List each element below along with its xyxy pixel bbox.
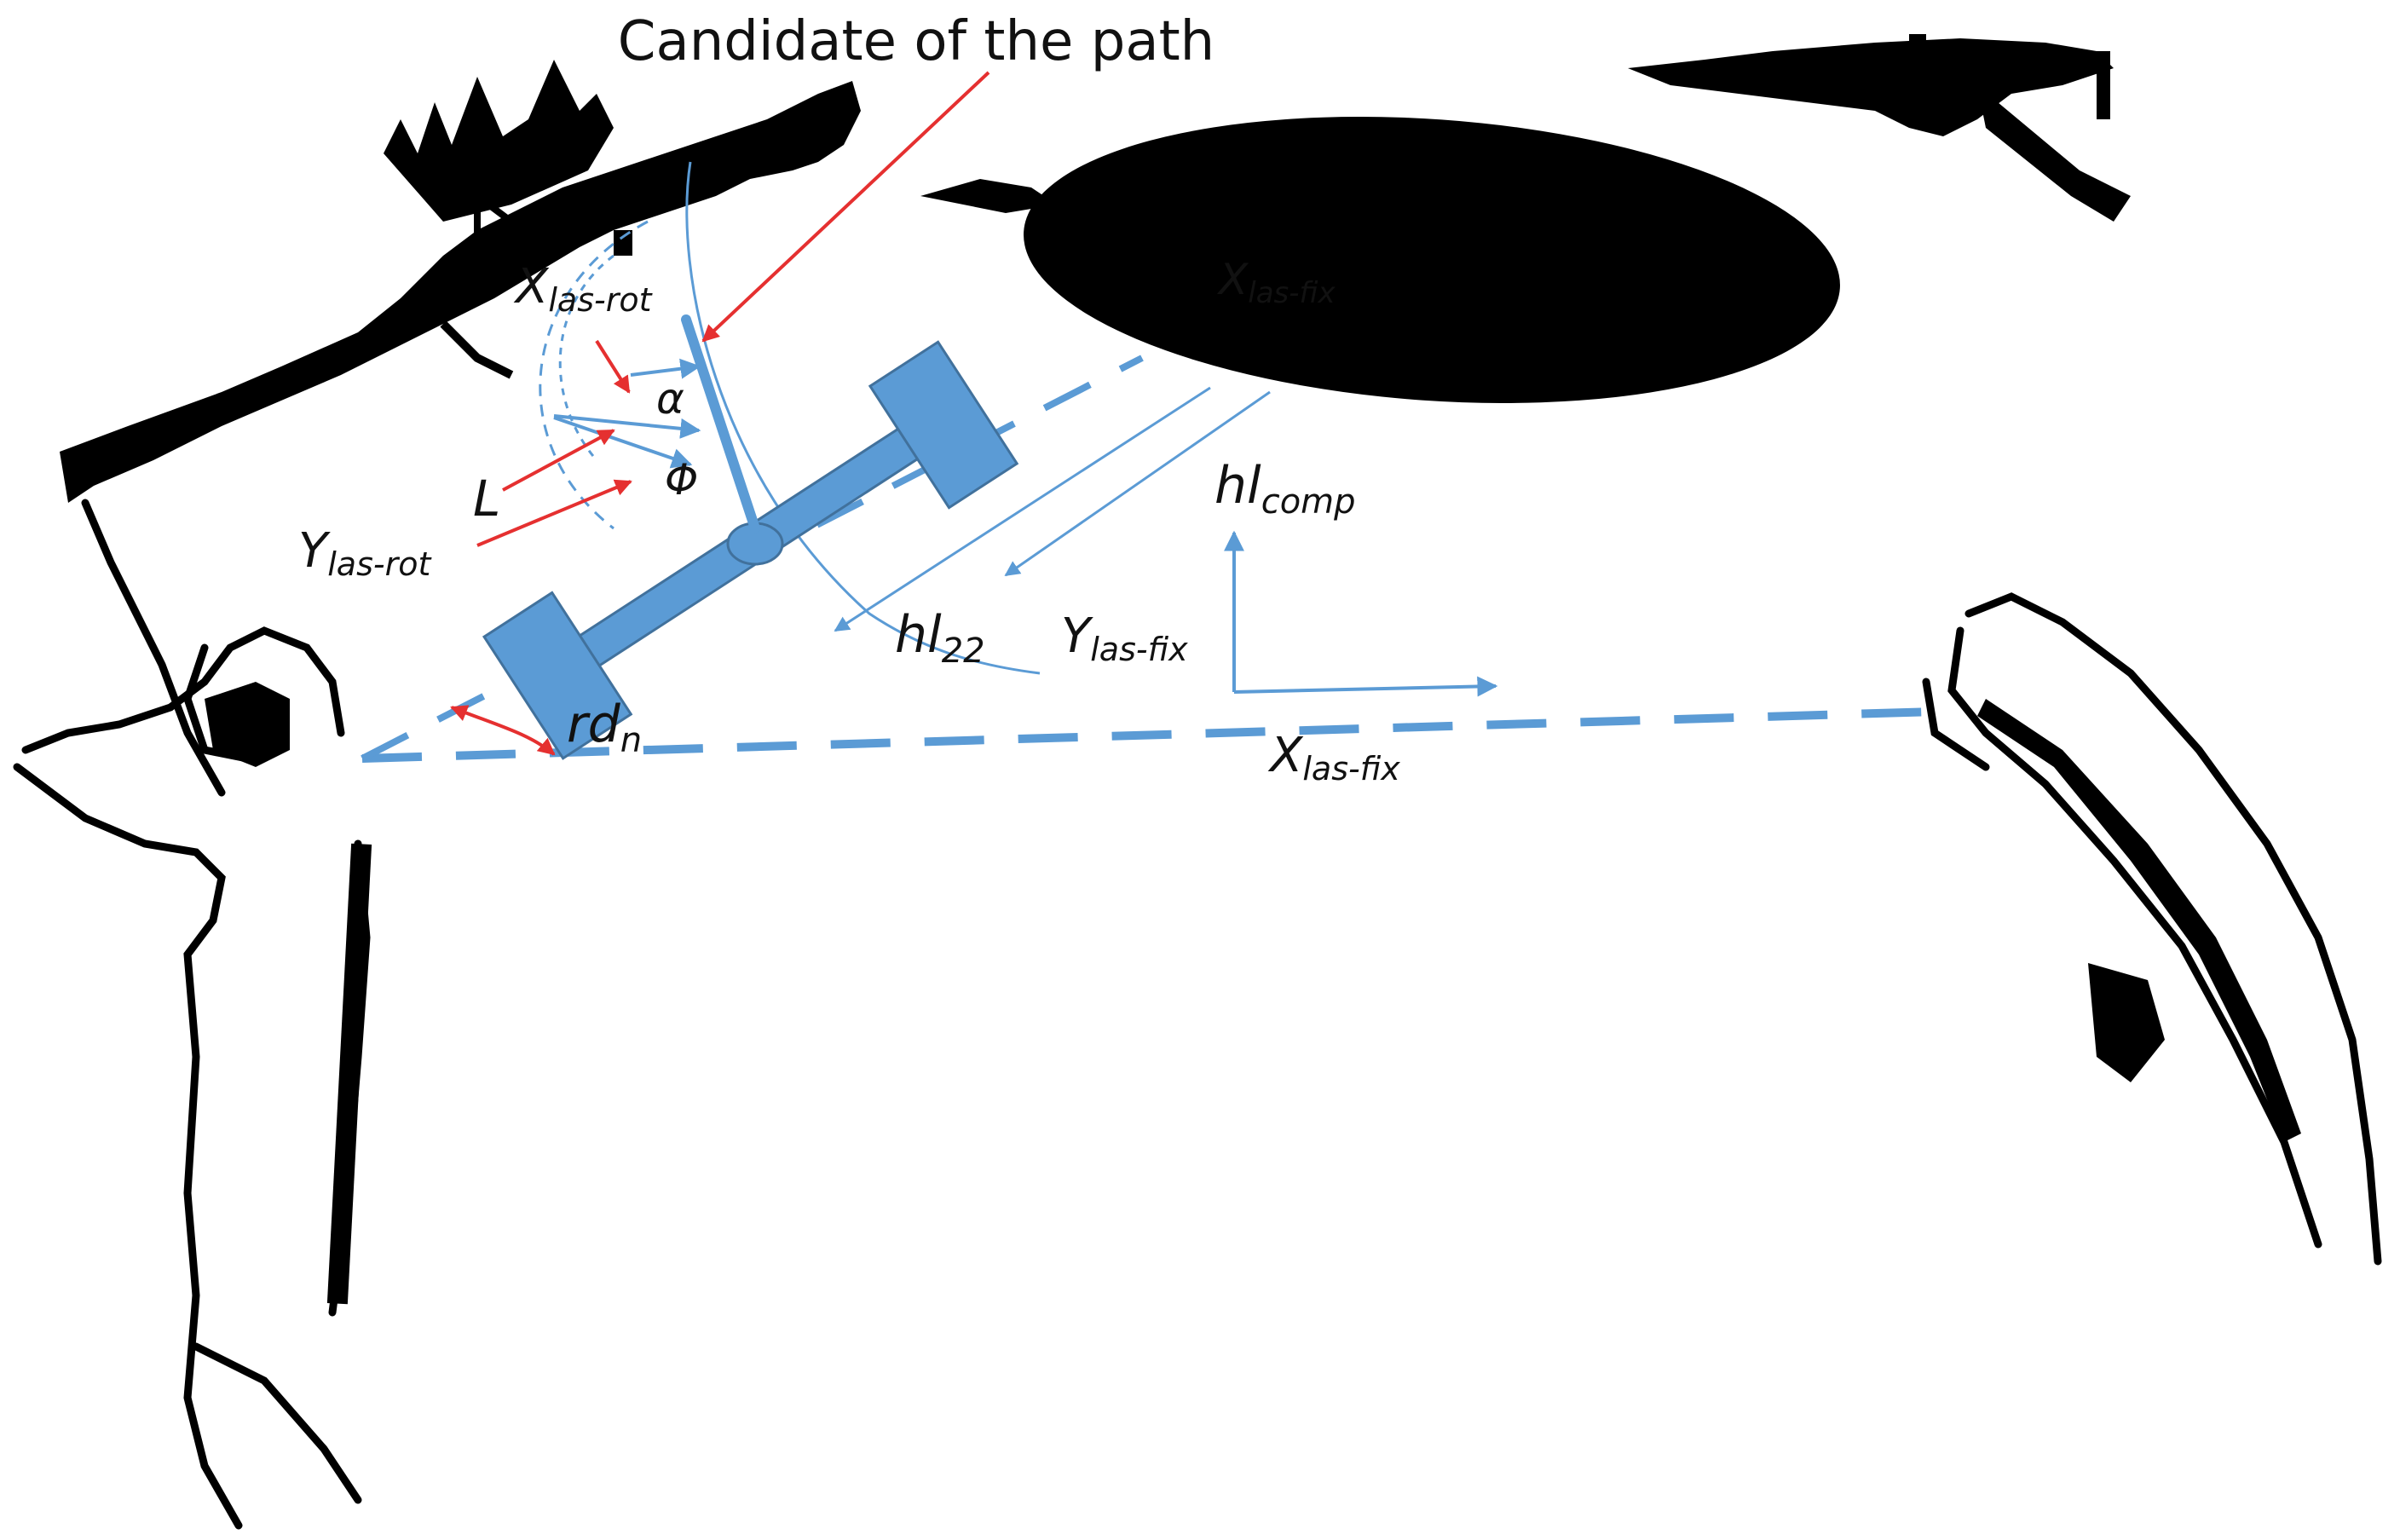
label-phi: Φ bbox=[665, 455, 698, 505]
robot-wheel-right bbox=[868, 340, 1019, 510]
label-hl-22: hl22 bbox=[895, 605, 985, 671]
measure-lines bbox=[834, 386, 1271, 632]
map-wall-left-thick bbox=[326, 843, 372, 1305]
fixed-frame-axes bbox=[1224, 530, 1498, 697]
map-wall-right-thick bbox=[1977, 699, 2301, 1142]
label-x-las-fix-bottom: Xlas-fix bbox=[1267, 728, 1400, 787]
robot-heading bbox=[681, 314, 760, 534]
obstacle-left-edge bbox=[920, 179, 1057, 213]
map-wall-right bbox=[1922, 592, 2382, 1266]
red-arrows bbox=[450, 71, 990, 756]
dashed-path-horizontal bbox=[361, 707, 1936, 763]
arrow-l bbox=[502, 429, 615, 492]
title-candidate-path: Candidate of the path bbox=[618, 10, 1214, 73]
label-l: L bbox=[473, 470, 500, 528]
label-x-las-fix-top: Xlas-fix bbox=[1216, 255, 1336, 310]
map-blob-right bbox=[2088, 963, 2165, 1082]
axis-x-fixed bbox=[1233, 676, 1498, 697]
arc-inner bbox=[539, 220, 649, 530]
label-x-las-rot: Xlas-rot bbox=[513, 259, 654, 319]
label-y-las-fix: Ylas-fix bbox=[1061, 609, 1188, 668]
robot bbox=[482, 314, 1019, 760]
map-wall-top-right bbox=[1628, 34, 2131, 222]
map-wall-top-left bbox=[60, 60, 861, 503]
robot-wheel-left bbox=[482, 591, 633, 760]
label-hl-comp: hlcomp bbox=[1214, 456, 1356, 522]
label-alpha: α bbox=[656, 374, 684, 424]
obstacle-ellipse bbox=[1024, 117, 1840, 403]
arrow-candidate-path bbox=[701, 71, 990, 343]
map-blob-left bbox=[205, 682, 290, 767]
arc-outer bbox=[685, 161, 1041, 675]
arrow-rd-n bbox=[450, 705, 556, 756]
map-wall-left bbox=[13, 499, 371, 1530]
arc-guides bbox=[539, 161, 1041, 675]
arrow-y-las-rot bbox=[476, 479, 632, 547]
angle-arrows bbox=[553, 358, 701, 469]
arrow-x-las-rot bbox=[595, 339, 631, 394]
label-y-las-rot: Ylas-rot bbox=[298, 523, 432, 583]
label-rd-n: rdn bbox=[567, 695, 642, 760]
